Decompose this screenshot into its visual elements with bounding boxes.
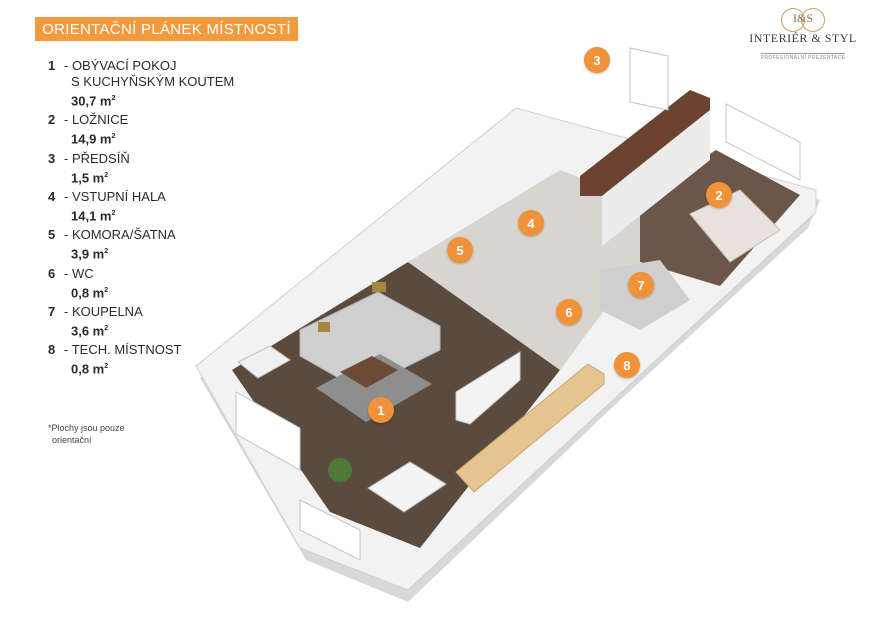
legend-area: 14,9 m2 xyxy=(71,131,116,147)
legend-label-line2: S KUCHYŇSKÝM KOUTEM xyxy=(71,74,235,89)
legend-number: 7 xyxy=(48,303,56,319)
legend-number: 1 xyxy=(48,58,56,73)
legend-label: - TECH. MÍSTNOST xyxy=(64,342,182,358)
room-marker-5: 5 xyxy=(447,237,473,263)
note-line-2: orientační xyxy=(52,435,92,445)
legend-item-1: 1 - OBÝVACÍ POKOJ S KUCHYŇSKÝM KOUTEM 30… xyxy=(48,58,268,109)
legend-item-6: 6 - WC 0,8 m2 xyxy=(48,266,268,301)
room-legend: 1 - OBÝVACÍ POKOJ S KUCHYŇSKÝM KOUTEM 30… xyxy=(48,58,268,381)
room-marker-1: 1 xyxy=(368,397,394,423)
coffee-table xyxy=(340,356,398,388)
legend-area: 1,5 m2 xyxy=(71,169,109,185)
legend-label: - LOŽNICE xyxy=(64,112,129,128)
legend-label: - VSTUPNÍ HALA xyxy=(64,188,166,204)
rug xyxy=(316,354,432,422)
wardrobe-unit xyxy=(580,90,710,246)
logo-initials: I&S xyxy=(792,11,813,25)
legend-area: 0,8 m2 xyxy=(71,284,109,300)
note-line-1: *Plochy jsou pouze xyxy=(48,423,125,433)
legend-label: - OBÝVACÍ POKOJ xyxy=(64,58,177,73)
dining-table xyxy=(367,461,447,513)
legend-item-7: 7 - KOUPELNA 3,6 m2 xyxy=(48,304,268,339)
room-marker-2: 2 xyxy=(706,182,732,208)
legend-label: - PŘEDSÍŇ xyxy=(64,150,130,166)
legend-area: 0,8 m2 xyxy=(71,361,109,377)
legend-item-3: 3 - PŘEDSÍŇ 1,5 m2 xyxy=(48,151,268,186)
legend-item-4: 4 - VSTUPNÍ HALA 14,1 m2 xyxy=(48,189,268,224)
legend-label: - KOUPELNA xyxy=(64,303,143,319)
room-marker-8: 8 xyxy=(614,352,640,378)
legend-area: 14,1 m2 xyxy=(71,208,116,224)
legend-number: 8 xyxy=(48,342,56,358)
legend-number: 2 xyxy=(48,112,56,128)
logo-mark: I&S xyxy=(773,6,833,32)
room-marker-3: 3 xyxy=(584,47,610,73)
room-marker-7: 7 xyxy=(628,272,654,298)
legend-label: - WC xyxy=(64,265,94,281)
brand-logo: I&S INTERIÉR & STYL PROFESIONÁLNÍ PREZEN… xyxy=(748,6,858,61)
legend-number: 4 xyxy=(48,188,56,204)
area-disclaimer: *Plochy jsou pouze orientační xyxy=(48,422,125,446)
hall-floor xyxy=(408,170,640,370)
sofa xyxy=(299,282,441,391)
legend-area: 30,7 m2 xyxy=(71,93,116,109)
room-marker-4: 4 xyxy=(518,210,544,236)
legend-number: 6 xyxy=(48,265,56,281)
plant-icon xyxy=(328,458,352,482)
legend-number: 5 xyxy=(48,227,56,243)
legend-item-8: 8 - TECH. MÍSTNOST 0,8 m2 xyxy=(48,342,268,377)
legend-label: - KOMORA/ŠATNA xyxy=(64,227,176,243)
room-marker-6: 6 xyxy=(556,299,582,325)
kitchen-counter xyxy=(455,351,605,493)
window-frames xyxy=(235,47,801,561)
logo-name: INTERIÉR & STYL xyxy=(749,31,857,45)
legend-number: 3 xyxy=(48,150,56,166)
legend-area: 3,9 m2 xyxy=(71,246,109,262)
logo-subtitle: PROFESIONÁLNÍ PREZENTACE xyxy=(760,53,846,61)
desk xyxy=(237,345,291,379)
page-title: ORIENTAČNÍ PLÁNEK MÍSTNOSTÍ xyxy=(35,17,298,41)
logo-circle-right xyxy=(801,8,825,32)
legend-item-2: 2 - LOŽNICE 14,9 m2 xyxy=(48,112,268,147)
legend-area: 3,6 m2 xyxy=(71,323,109,339)
legend-item-5: 5 - KOMORA/ŠATNA 3,9 m2 xyxy=(48,227,268,262)
